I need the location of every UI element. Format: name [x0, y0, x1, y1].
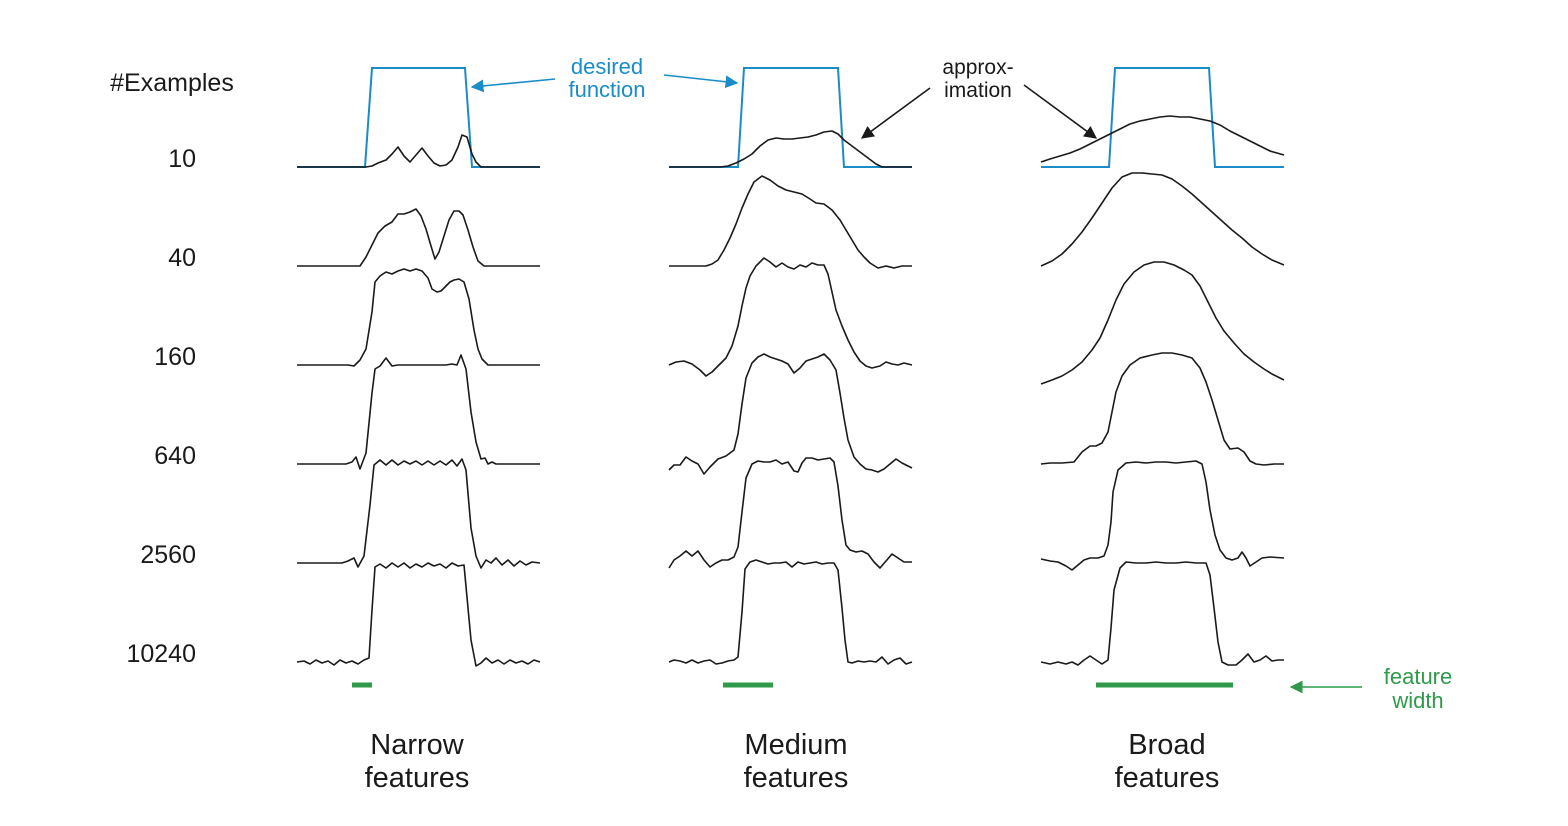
column-title-medium-line1: Medium — [744, 729, 847, 761]
desired-function-arrow-left — [470, 78, 556, 93]
approximation-broad-2560 — [1040, 460, 1285, 571]
approximations-medium — [668, 130, 913, 665]
row-label-10240: 10240 — [126, 640, 196, 668]
approximation-broad-160 — [1040, 261, 1285, 385]
approximation-narrow-10240 — [296, 562, 541, 667]
row-label-10: 10 — [168, 145, 196, 173]
approximation-narrow-10 — [297, 134, 540, 168]
approximation-narrow-2560 — [297, 458, 541, 569]
approximation-arrow-right — [1023, 84, 1098, 139]
approximations-narrow — [296, 134, 541, 667]
approximation-medium-2560 — [668, 457, 912, 569]
column-title-broad-line2: features — [1115, 762, 1220, 794]
approximation-narrow-160 — [297, 268, 540, 367]
column-title-broad-line1: Broad — [1128, 729, 1205, 761]
approximation-broad-10240 — [1040, 561, 1284, 666]
desired-function-label-line2: function — [568, 77, 645, 102]
desired-function-medium — [669, 67, 912, 168]
column-title-narrow-line2: features — [365, 762, 470, 794]
approximation-medium-40 — [669, 175, 912, 269]
row-label-640: 640 — [154, 442, 196, 470]
approximation-broad-40 — [1040, 172, 1285, 267]
approximation-broad-10 — [1040, 115, 1285, 163]
row-label-160: 160 — [154, 343, 196, 371]
approximation-label-line1: approx- — [942, 56, 1013, 79]
row-label-2560: 2560 — [140, 541, 196, 569]
approximation-narrow-40 — [297, 208, 540, 267]
approximations-broad — [1040, 115, 1285, 666]
approximation-medium-10 — [669, 130, 912, 168]
approximation-label-line2: imation — [944, 79, 1012, 102]
approximation-medium-640 — [668, 353, 913, 475]
desired-function-label-line1: desired — [571, 54, 643, 79]
approximation-arrow-left — [860, 87, 931, 139]
approximation-medium-10240 — [668, 559, 913, 665]
column-title-narrow-line1: Narrow — [370, 729, 465, 761]
row-label-40: 40 — [168, 244, 196, 272]
examples-header: #Examples — [110, 69, 234, 97]
approximation-narrow-640 — [297, 354, 540, 470]
feature-width-label-line1: feature — [1384, 664, 1453, 689]
approximation-medium-160 — [668, 257, 913, 377]
desired-function-arrow-right — [663, 74, 739, 89]
feature-width-label-line2: width — [1391, 688, 1443, 713]
desired-function-broad — [1041, 67, 1284, 168]
column-title-medium-line2: features — [744, 762, 849, 794]
approximation-broad-640 — [1040, 352, 1284, 466]
